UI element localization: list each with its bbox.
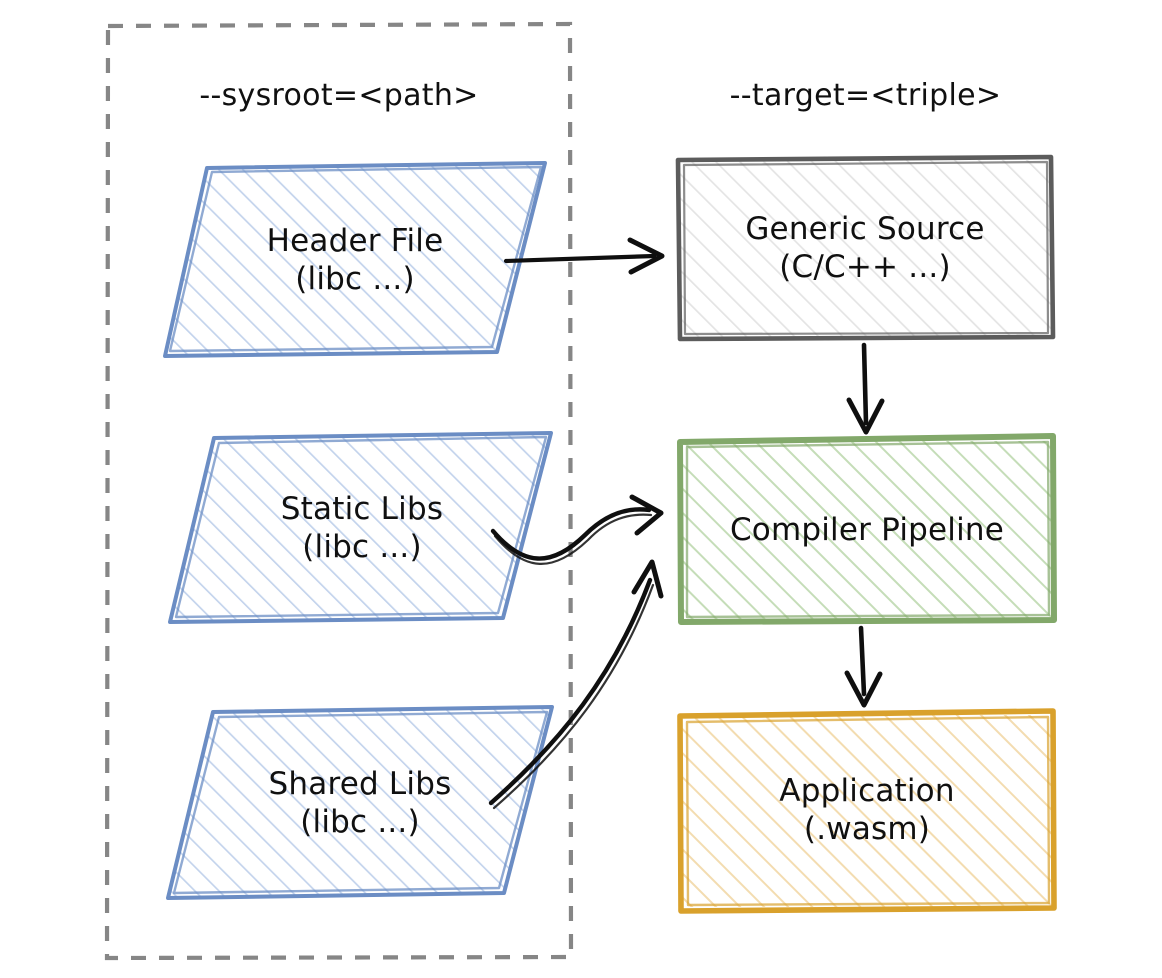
group-label-target: --target=<triple> <box>729 78 1002 113</box>
node-application[interactable] <box>677 708 1057 914</box>
node-shared-libs[interactable] <box>166 705 554 900</box>
node-generic-source[interactable] <box>675 154 1056 342</box>
edge-generic-source-to-compiler-pipeline <box>846 342 885 435</box>
edge-static-libs-to-compiler-pipeline <box>490 494 664 565</box>
sysroot-group-boundary <box>104 21 574 961</box>
edge-header-file-to-generic-source <box>503 237 665 275</box>
node-header-file[interactable] <box>163 161 547 358</box>
node-static-libs[interactable] <box>168 431 553 624</box>
edge-compiler-pipeline-to-application <box>844 625 883 708</box>
group-label-sysroot: --sysroot=<path> <box>199 78 479 113</box>
edge-shared-libs-to-compiler-pipeline <box>488 559 664 810</box>
node-compiler-pipeline[interactable] <box>677 433 1057 625</box>
